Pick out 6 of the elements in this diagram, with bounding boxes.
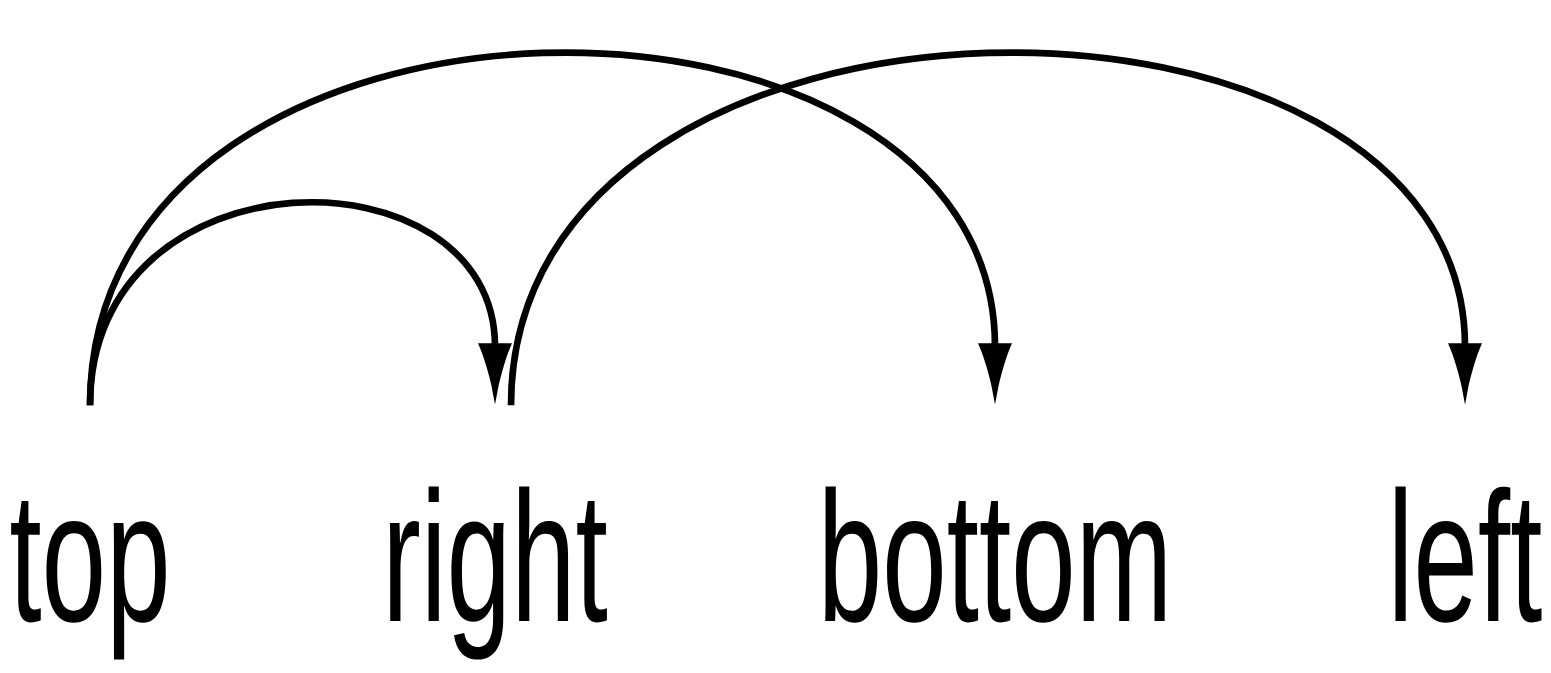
arc-arrow [507, 49, 1481, 406]
word-label: right [389, 486, 607, 660]
word-label: top [11, 501, 166, 660]
word-label: left [1395, 486, 1542, 623]
arc-arrow [86, 49, 1011, 406]
word-label: bottom [825, 486, 1165, 623]
